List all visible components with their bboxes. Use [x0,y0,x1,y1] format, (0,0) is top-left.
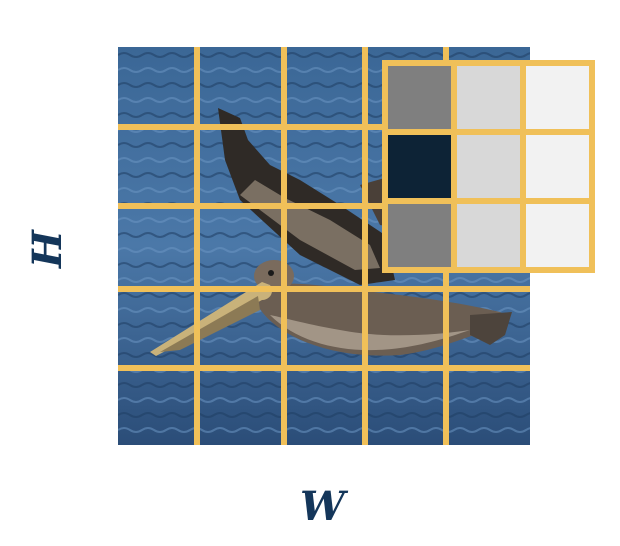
patch-cell [388,204,451,267]
pelican-eye [268,270,274,276]
pelican-beak [150,282,273,356]
body-belly [270,315,470,351]
ripple-line [118,52,530,58]
patch-cell [457,135,520,198]
height-label: H [24,230,71,268]
ripple-line [118,427,530,433]
ripple-line [118,397,530,403]
patch-cell [526,66,589,129]
width-label: W [300,483,345,530]
patch-cell [457,204,520,267]
pelican-tail [470,312,512,345]
ripple-line [118,352,530,358]
ripple-line [118,382,530,388]
pelican-pouch [160,296,260,352]
patch-cell [388,66,451,129]
patch-cell [526,135,589,198]
patch-cell [526,204,589,267]
wing-highlight [240,180,380,270]
patch-cell [457,66,520,129]
patch-cell [388,135,451,198]
kernel-patch [382,60,595,273]
ripple-line [118,277,530,283]
ripple-line [118,412,530,418]
